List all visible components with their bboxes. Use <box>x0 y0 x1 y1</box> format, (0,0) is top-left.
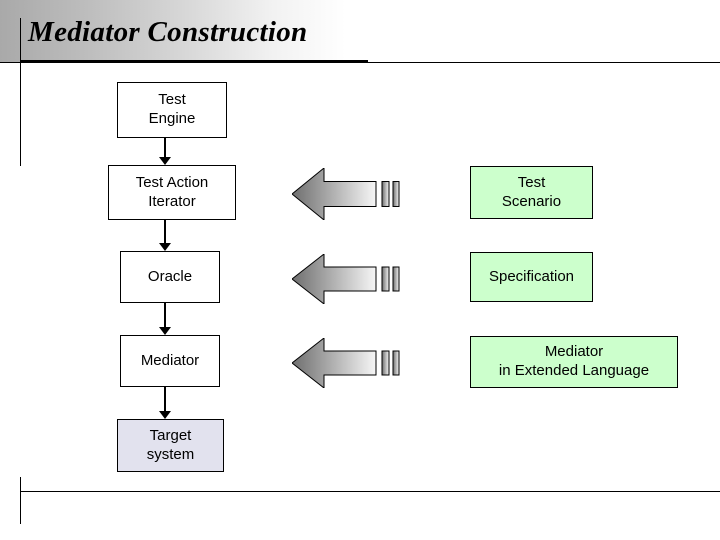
node-label-line: Test <box>158 91 186 109</box>
arrow-specification-to-oracle <box>292 254 400 304</box>
arrow-shaft <box>164 387 166 412</box>
block-arrow-trail-bar <box>392 350 400 376</box>
arrow-shaft <box>164 138 166 158</box>
block-arrow-trail-bar <box>381 350 390 376</box>
connector-mediator-to-target <box>158 387 172 419</box>
arrow-mediator-lang-to-mediator <box>292 338 400 388</box>
arrow-head-icon <box>159 243 171 251</box>
block-arrow-trail-bar <box>381 266 390 292</box>
decorative-bottom-rule <box>20 491 720 492</box>
decorative-left-rule-top <box>20 18 21 166</box>
page-title: Mediator Construction <box>28 16 308 48</box>
node-box-specification[interactable]: Specification <box>470 252 593 302</box>
node-label-line: Test <box>517 173 546 191</box>
decorative-left-rule-bottom <box>20 477 21 524</box>
node-label-line: Oracle <box>147 267 193 285</box>
node-label-line: system <box>146 445 195 463</box>
arrow-shaft <box>164 220 166 244</box>
node-label-line: Mediator <box>140 351 200 369</box>
node-label-line: Iterator <box>148 192 196 210</box>
title-gradient-band <box>0 0 720 62</box>
node-label-line: Engine <box>148 110 196 127</box>
node-label: Mediator <box>141 352 199 371</box>
node-label-line: Test Action <box>135 173 209 191</box>
node-label: Specification <box>489 268 574 287</box>
block-arrow-body <box>292 168 377 220</box>
node-label-line: Specification <box>488 267 575 285</box>
node-label-line: Target <box>149 426 192 444</box>
block-arrow-trail-bar <box>392 181 400 207</box>
title-band-divider <box>0 62 720 63</box>
connector-oracle-to-mediator <box>158 303 172 335</box>
arrow-head-icon <box>159 157 171 165</box>
block-arrow-body <box>292 254 377 304</box>
arrow-head-icon <box>159 327 171 335</box>
node-label-line: Scenario <box>501 192 562 210</box>
node-label-line: in Extended Language <box>498 362 650 379</box>
node-label: Oracle <box>148 268 192 287</box>
block-arrow-trail-bar <box>381 181 390 207</box>
connector-iterator-to-oracle <box>158 220 172 251</box>
connector-engine-to-iterator <box>158 138 172 165</box>
block-arrow-body <box>292 338 377 388</box>
arrow-shaft <box>164 303 166 328</box>
arrow-head-icon <box>159 411 171 419</box>
node-box-oracle[interactable]: Oracle <box>120 251 220 303</box>
arrow-scenario-to-iterator <box>292 168 400 220</box>
block-arrow-trail-bar <box>392 266 400 292</box>
title-underline <box>20 60 368 62</box>
node-box-mediator[interactable]: Mediator <box>120 335 220 387</box>
node-label-line: Mediator <box>544 343 604 361</box>
